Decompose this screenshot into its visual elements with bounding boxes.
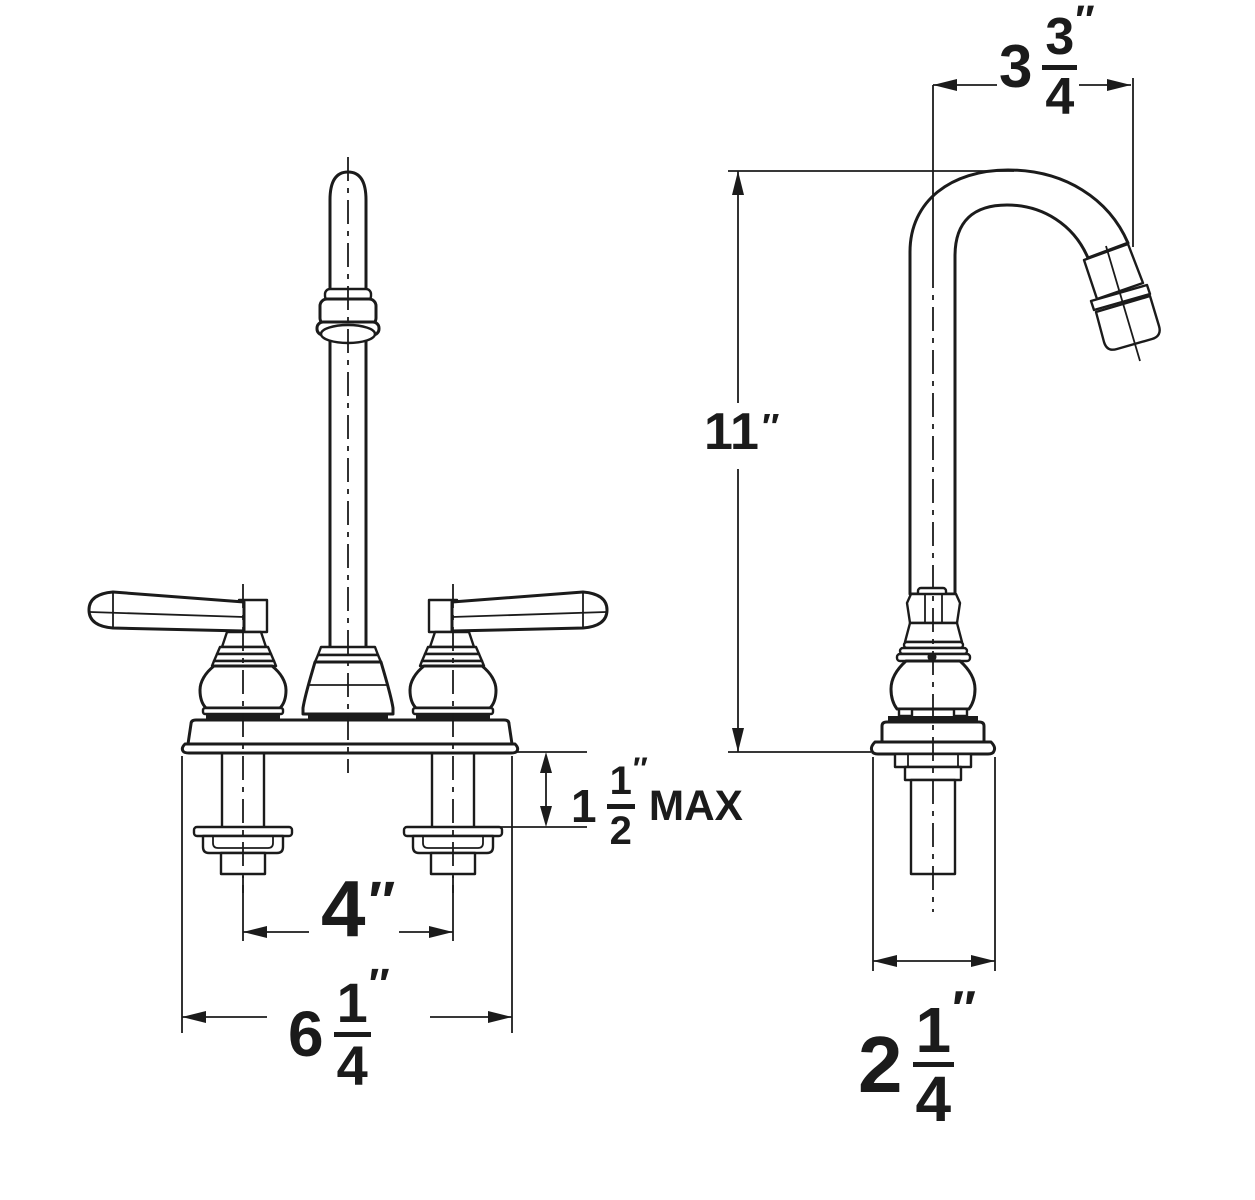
dim-whole: 1 (571, 779, 597, 832)
set-screw-dot (927, 652, 937, 662)
deck-plate (180, 718, 520, 755)
dim-whole: 6 (288, 997, 324, 1070)
dim-spout-height (728, 170, 1014, 753)
dim-spout-reach (933, 78, 1134, 247)
left-handle (87, 590, 288, 720)
handle-bonnet-neck (220, 630, 268, 649)
arrowhead (243, 926, 267, 938)
arrowhead (540, 806, 552, 827)
dim-denominator: 4 (336, 1033, 368, 1097)
dim-fraction: 1″ 2 (606, 753, 648, 853)
fraction-bar (912, 1062, 955, 1068)
inch-mark: ″ (761, 406, 780, 447)
dim-numerator: 3 (1045, 8, 1075, 66)
arrowhead (873, 955, 897, 967)
dim-numerator: 1 (336, 971, 368, 1034)
tip-center-line (1105, 245, 1141, 362)
front-view (87, 157, 609, 1033)
inch-mark: ″ (952, 981, 976, 1038)
inch-mark: ″ (368, 959, 390, 1009)
arrowhead (933, 79, 957, 91)
dim-fraction: 3″ 4 (1042, 0, 1095, 126)
dim-denominator: 4 (915, 1063, 952, 1136)
aerator-tip (1082, 242, 1161, 362)
dim-denominator: 2 (609, 808, 632, 853)
fraction-bar (333, 1031, 371, 1037)
gasket (888, 716, 978, 722)
base-flange (869, 720, 997, 756)
fraction-bar (1042, 64, 1078, 70)
dim-whole: 2 (858, 1019, 903, 1109)
gooseneck-spout (908, 168, 1130, 596)
dim-base-depth (872, 757, 996, 971)
dim-overall-width (181, 756, 513, 1033)
inch-mark: ″ (1075, 0, 1095, 43)
dim-numerator: 1 (915, 994, 952, 1066)
inch-mark: ″ (368, 869, 396, 932)
arrowhead (732, 728, 744, 752)
dim-handle-centers (242, 876, 454, 941)
dim-value: 4 (321, 864, 366, 953)
arrowhead (732, 171, 744, 195)
inch-mark: ″ (632, 750, 648, 786)
right-handle (408, 590, 609, 720)
arrowhead (1107, 79, 1131, 91)
dim-fraction: 1″ 4 (333, 963, 390, 1097)
dim-numerator: 1 (609, 759, 632, 803)
dim-label-handle-centers: 4″ (321, 864, 396, 953)
dim-label-spout-reach: 3 3″ 4 (999, 0, 1095, 126)
dim-whole: 3 (999, 33, 1033, 101)
arrowhead (971, 955, 995, 967)
dim-value: 11 (704, 403, 759, 461)
handle-bonnet-neck (428, 630, 476, 649)
dim-label-overall-width: 6 1″ 4 (288, 963, 390, 1097)
arrowhead (488, 1011, 512, 1023)
fraction-bar (606, 803, 635, 809)
dim-denominator: 4 (1045, 67, 1075, 126)
arrowhead (540, 752, 552, 773)
arrowhead (182, 1011, 206, 1023)
arrowhead (429, 926, 453, 938)
dim-deck-thickness (501, 751, 587, 828)
dim-fraction: 1″ 4 (912, 984, 976, 1136)
dim-label-spout-height: 11″ (704, 403, 780, 461)
dim-label-deck-thickness: 1 1″ 2 MAX (571, 753, 743, 853)
dim-label-base-depth: 2 1″ 4 (858, 984, 976, 1136)
dim-suffix: MAX (648, 782, 743, 830)
side-view (728, 78, 1161, 971)
